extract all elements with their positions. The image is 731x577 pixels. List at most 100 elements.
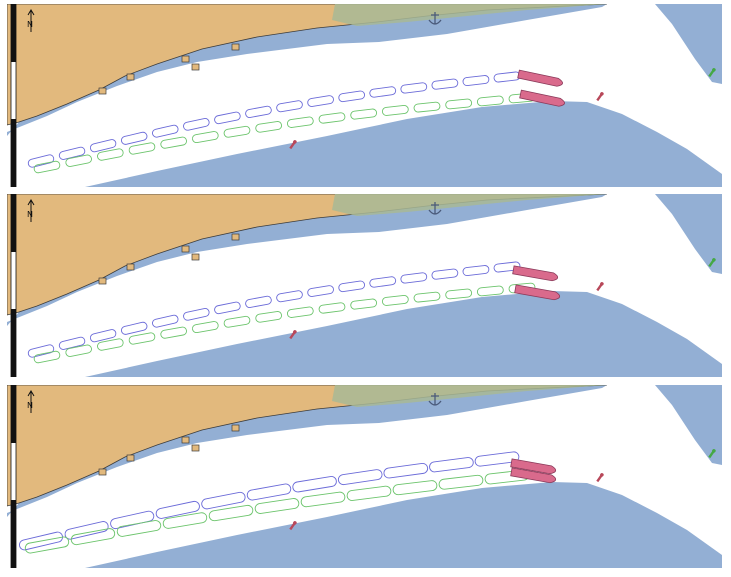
vessel-hull — [510, 467, 557, 484]
vessel-track-outline — [474, 451, 520, 467]
red-buoy-icon — [596, 282, 604, 292]
vessel-track-outline — [413, 101, 441, 113]
vessel-track-outline — [183, 117, 210, 131]
red-buoy-icon-top — [600, 473, 604, 477]
scale-bar-frame — [10, 385, 17, 568]
shallow-bank — [332, 385, 607, 407]
vessel-track-outline — [58, 146, 86, 160]
harbor-structure — [126, 73, 135, 81]
map-panel-1[interactable]: N — [7, 4, 722, 187]
harbor-structure — [231, 43, 240, 51]
vessel-track-outline — [97, 148, 124, 161]
vessel-track-outline — [438, 474, 484, 490]
north-arrow-shape — [27, 390, 35, 413]
harbor-structure — [181, 245, 190, 253]
green-buoy-icon-top — [712, 258, 716, 262]
north-arrow-label: N — [27, 210, 33, 219]
harbor-structure — [98, 468, 107, 476]
panel-divider — [0, 377, 731, 384]
vessel-track-outline — [214, 301, 241, 315]
green-buoy-icon-body — [708, 451, 715, 459]
red-buoy-icon-top — [293, 330, 297, 334]
vessel-track-outline — [338, 90, 366, 103]
vessel-track-outline — [462, 75, 490, 86]
vessel-track-outline — [97, 338, 124, 351]
map-panel-3[interactable]: N — [7, 385, 722, 568]
vessel-track — [24, 469, 530, 554]
north-arrow-shape — [27, 9, 35, 32]
red-buoy-icon — [289, 521, 297, 531]
vessel-track-outline — [307, 285, 334, 297]
green-buoy-icon — [708, 258, 716, 268]
deep-water-area — [655, 4, 722, 84]
vessel-track-outline — [445, 98, 473, 110]
vessel-track-outline — [318, 302, 346, 314]
harbor-structure — [126, 263, 135, 271]
vessel-track-outline — [245, 105, 272, 118]
deep-water-area — [7, 4, 607, 136]
vessel-icon — [514, 284, 561, 301]
green-buoy-icon — [708, 449, 716, 459]
harbor-structure — [98, 277, 107, 285]
anchor-icon-shape — [428, 12, 442, 25]
shallow-bank — [332, 4, 607, 26]
vessel-hull — [517, 69, 563, 87]
scale-bar-segment — [11, 194, 16, 252]
vessel-track-outline — [208, 504, 254, 522]
vessel-track-outline — [276, 100, 303, 113]
vessel-track-outline — [223, 125, 251, 138]
vessel-track-outline — [246, 483, 292, 501]
harbor-structure — [231, 424, 240, 432]
anchor-icon-shape — [428, 202, 442, 215]
vessel-track-outline — [192, 321, 219, 334]
vessel-track-outline — [128, 142, 156, 155]
red-buoy-icon — [289, 140, 297, 150]
vessel-track-outline — [192, 131, 219, 144]
red-buoy-icon-top — [600, 282, 604, 286]
vessel-track-outline — [120, 321, 148, 335]
vessel-icon — [517, 69, 563, 87]
vessel-track-outline — [462, 265, 490, 276]
vessel-track-outline — [254, 498, 300, 514]
vessel-track-outline — [18, 531, 64, 551]
vessel-track-outline — [493, 261, 521, 273]
vessel-track-outline — [214, 111, 241, 125]
vessel-track-outline — [318, 112, 346, 124]
anchor-icon — [428, 393, 442, 406]
red-buoy-icon-body — [289, 523, 296, 531]
vessel-track-outline — [33, 350, 61, 364]
vessel-track-outline — [350, 108, 378, 120]
harbor-structure — [191, 63, 200, 71]
map-panel-2[interactable]: N — [7, 194, 722, 377]
green-buoy-icon-top — [712, 68, 716, 72]
vessel-track-outline — [383, 462, 429, 479]
scale-bar-segment — [11, 500, 16, 568]
vessel-track-outline — [431, 78, 459, 90]
north-arrow-label: N — [27, 20, 33, 29]
red-buoy-icon-body — [596, 475, 603, 483]
vessel-track-outline — [65, 154, 92, 167]
red-buoy-icon — [596, 473, 604, 483]
north-arrow-icon: N — [27, 199, 35, 222]
vessel-track-outline — [300, 491, 346, 508]
vessel-track-outline — [392, 480, 438, 496]
harbor-structure — [191, 444, 200, 452]
vessel-track-outline — [476, 285, 504, 297]
vessel-track-outline — [255, 311, 283, 323]
vessel-track-outline — [65, 344, 92, 357]
scale-bar-segment — [11, 385, 16, 443]
north-arrow-icon: N — [27, 9, 35, 32]
scale-bar-segment — [11, 309, 16, 377]
green-buoy-icon-body — [708, 70, 715, 78]
vessel-track-outline — [400, 82, 428, 94]
red-buoy-icon — [289, 330, 297, 340]
vessel-track-outline — [24, 536, 70, 554]
vessel-track-outline — [64, 521, 109, 540]
vessel-track-outline — [160, 136, 187, 149]
vessel-track-outline — [338, 280, 366, 293]
shallow-bank — [332, 194, 607, 216]
deep-water-area — [85, 101, 722, 187]
vessel-track-outline — [381, 295, 409, 306]
vessel-icon — [512, 265, 559, 282]
